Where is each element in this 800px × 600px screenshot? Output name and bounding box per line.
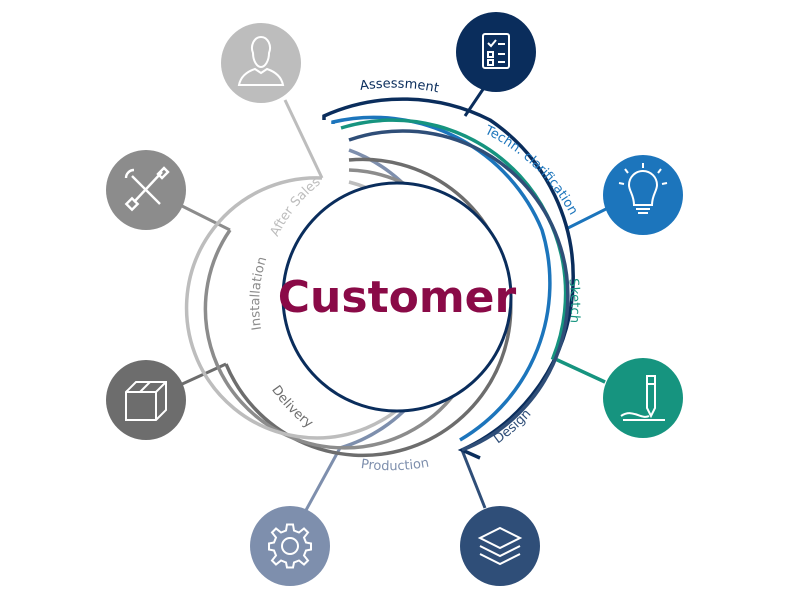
- connector-installation: [181, 204, 231, 232]
- pencil-icon: [620, 375, 665, 421]
- node-installation: [106, 150, 186, 230]
- center-label: Customer: [278, 272, 517, 323]
- stage-label-techclar: Techn. clarification: [482, 123, 581, 218]
- node-delivery: [106, 360, 186, 440]
- person-icon: [237, 36, 285, 86]
- layers-icon: [477, 526, 523, 566]
- stage-nodes: [106, 12, 683, 586]
- checklist-icon: [482, 33, 510, 69]
- node-sketch: [603, 358, 683, 438]
- arc-assessment: [322, 97, 575, 460]
- lightbulb-icon: [618, 163, 668, 214]
- node-techclar: [603, 155, 683, 235]
- connector-production: [303, 447, 342, 513]
- stage-label-production: Production: [360, 456, 430, 475]
- gear-icon: [268, 523, 312, 569]
- center-circle: [281, 181, 513, 413]
- tools-icon: [124, 166, 170, 212]
- node-assessment: [456, 12, 536, 92]
- connector-techclar: [567, 206, 609, 230]
- node-production: [250, 506, 330, 586]
- arc-design: [348, 129, 570, 452]
- node-aftersales: [221, 23, 301, 103]
- box-icon: [125, 381, 167, 421]
- stage-label-sketch: Sketch: [565, 278, 582, 324]
- arc-sketch: [340, 118, 606, 384]
- connector-aftersales: [283, 99, 324, 179]
- connector-design: [460, 449, 487, 509]
- stage-label-installation: Installation: [248, 255, 270, 331]
- node-design: [460, 506, 540, 586]
- stage-label-assessment: Assessment: [359, 77, 440, 97]
- stage-label-delivery: Delivery: [268, 383, 316, 432]
